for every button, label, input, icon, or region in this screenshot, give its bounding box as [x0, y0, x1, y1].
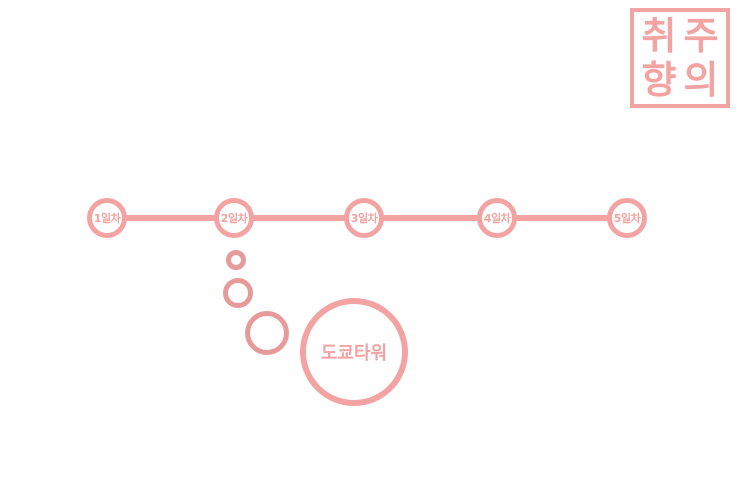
logo-char-4: 의 — [683, 58, 719, 102]
day-label: 2일차 — [220, 212, 248, 225]
day-node-5[interactable]: 5일차 — [607, 198, 647, 238]
destination-node[interactable]: 도쿄타워 — [300, 298, 408, 406]
day-label: 4일차 — [483, 212, 511, 225]
day-node-3[interactable]: 3일차 — [344, 198, 384, 238]
logo-char-2: 주 — [683, 14, 719, 58]
day-label: 3일차 — [350, 212, 378, 225]
day-node-2[interactable]: 2일차 — [214, 198, 254, 238]
logo-char-1: 취 — [641, 14, 677, 58]
day-node-1[interactable]: 1일차 — [87, 198, 127, 238]
logo: 취 주 향 의 — [630, 8, 730, 108]
logo-char-3: 향 — [641, 58, 677, 102]
thought-bubble-medium — [223, 278, 253, 308]
day-label: 1일차 — [93, 212, 121, 225]
day-label: 5일차 — [613, 212, 641, 225]
thought-bubble-large — [245, 311, 289, 355]
destination-label: 도쿄타워 — [320, 343, 388, 364]
thought-bubble-small — [226, 250, 246, 270]
day-node-4[interactable]: 4일차 — [477, 198, 517, 238]
